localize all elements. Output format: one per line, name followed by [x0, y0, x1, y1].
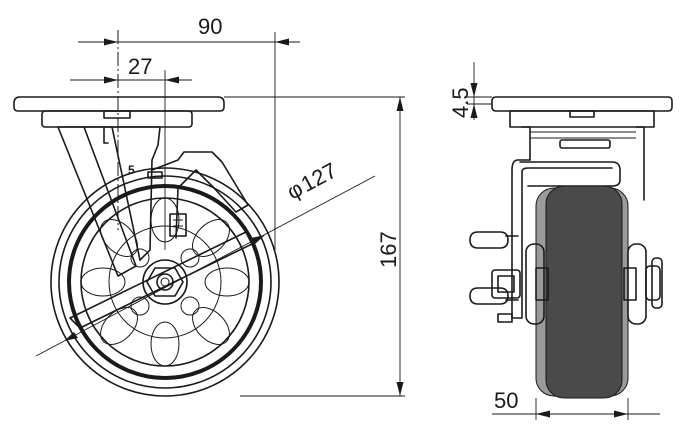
- top-plate: [13, 96, 225, 128]
- part-number-callout: 5: [128, 163, 135, 177]
- svg-text:90: 90: [198, 14, 222, 39]
- axle-nut: [142, 259, 188, 305]
- svg-text:4.5: 4.5: [448, 87, 473, 118]
- dimension-90: 90: [78, 14, 300, 46]
- dimension-4-5: 4.5: [448, 62, 478, 120]
- dimension-diameter-127: φ 127: [35, 158, 376, 357]
- front-brake-housing: [519, 139, 621, 187]
- svg-text:50: 50: [494, 388, 518, 413]
- svg-text:167: 167: [376, 231, 401, 268]
- front-fork: [511, 126, 645, 319]
- brake-lever: [147, 151, 249, 239]
- side-view: 5 90 27 167: [13, 14, 405, 397]
- front-top-plate: [491, 96, 673, 128]
- dimension-27: 27: [70, 54, 192, 84]
- dimension-50: 50: [492, 388, 660, 418]
- front-wheel: [525, 185, 647, 399]
- front-brake-pedal: [469, 231, 519, 323]
- front-view: 4.5 50: [448, 62, 673, 420]
- svg-text:27: 27: [128, 54, 152, 79]
- dimension-167: 167: [376, 97, 404, 396]
- front-axle: [491, 257, 663, 309]
